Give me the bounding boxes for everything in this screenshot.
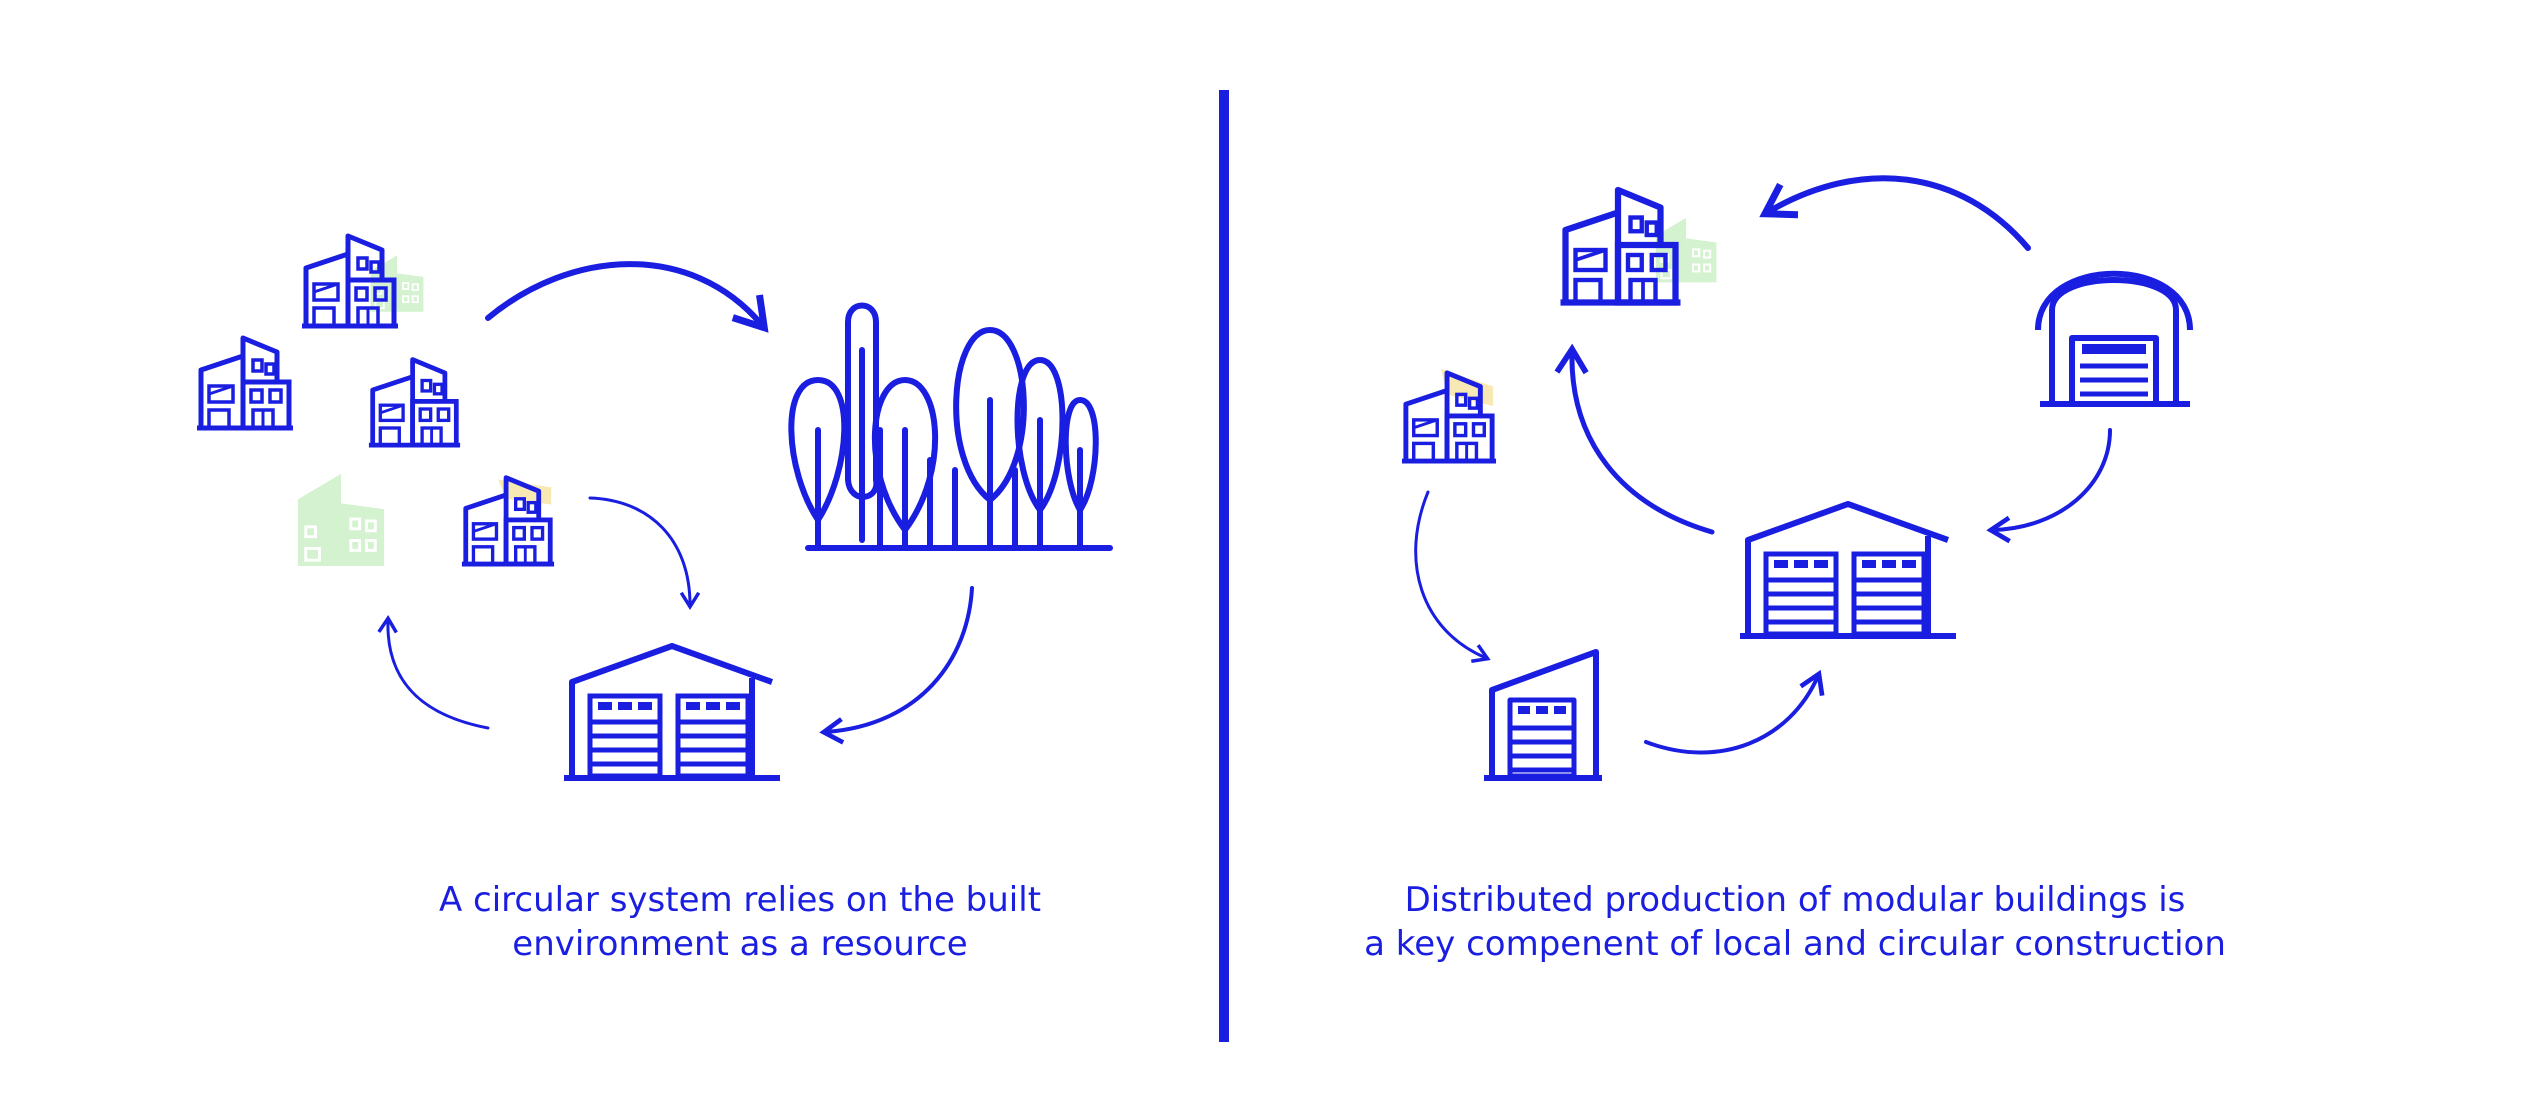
arrow-icon (1644, 669, 1825, 755)
building-icon (302, 236, 425, 326)
arrow-icon (819, 586, 974, 745)
arrow-icon (1414, 490, 1491, 663)
building-icon (1561, 190, 1718, 303)
left-caption-line-1: A circular system relies on the built (438, 880, 1042, 920)
arrow-icon (1986, 428, 2112, 544)
arrow-icon (377, 614, 490, 730)
right-caption: Distributed production of modular buildi… (1295, 878, 2295, 966)
arrow-icon (485, 261, 769, 333)
left-caption: A circular system relies on the built en… (240, 878, 1240, 966)
right-caption-line-2: a key compenent of local and circular co… (1364, 924, 2226, 964)
building-icon (462, 478, 554, 564)
right-panel (1402, 175, 2193, 781)
building-icon (1402, 368, 1496, 461)
left-panel (197, 236, 1113, 778)
warehouse-icon (564, 646, 780, 778)
building-icon (197, 338, 293, 428)
left-caption-line-2: environment as a resource (512, 924, 968, 964)
panel-divider (1219, 90, 1229, 1042)
small-factory-icon (1484, 649, 1602, 781)
warehouse-icon (1740, 504, 1956, 636)
building-faded-icon (296, 472, 386, 568)
right-caption-line-1: Distributed production of modular buildi… (1404, 880, 2186, 920)
arrow-icon (588, 496, 701, 611)
forest-icon (788, 302, 1113, 551)
hangar-icon (2035, 270, 2193, 407)
building-icon (369, 360, 460, 446)
arrow-icon (1759, 175, 2031, 251)
arrow-icon (1554, 343, 1715, 535)
